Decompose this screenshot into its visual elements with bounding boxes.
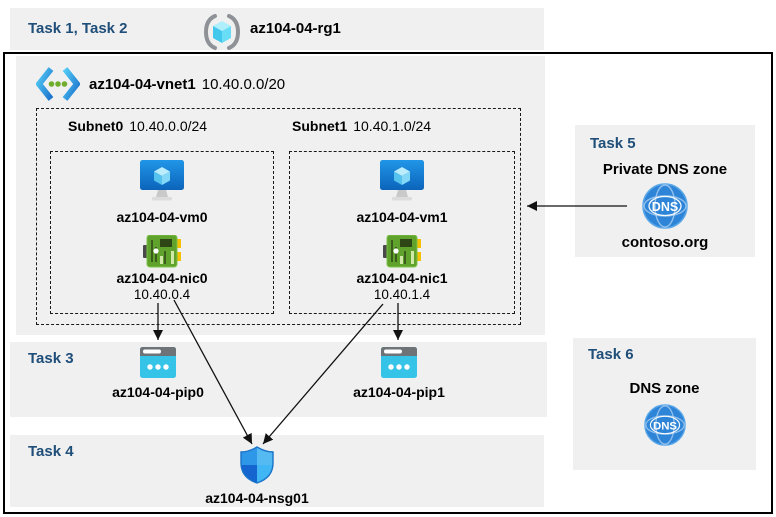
subnet0-label: Subnet0 10.40.0.0/24 (68, 118, 207, 134)
vnet-name: az104-04-vnet1 (89, 76, 196, 93)
nic1-name: az104-04-nic1 (356, 270, 448, 286)
resource-group-name: az104-04-rg1 (250, 20, 341, 37)
task-1-2-panel: Task 1, Task 2 az104-04-rg1 (10, 8, 544, 50)
subnet1-label: Subnet1 10.40.1.0/24 (292, 118, 431, 134)
pip0-group: az104-04-pip0 (98, 347, 218, 400)
task-5-panel: Task 5 Private DNS zone DNS contoso.org (575, 125, 755, 257)
vm0-icon (140, 160, 184, 201)
subnet0-name: Subnet0 (68, 118, 124, 134)
dns-zone-icon-text: DNS (652, 421, 676, 433)
vm0-name: az104-04-vm0 (116, 209, 208, 225)
nic0-ip: 10.40.0.4 (133, 287, 191, 302)
private-dns-zone-title: Private DNS zone (602, 161, 728, 178)
private-dns-zone-name: contoso.org (621, 234, 709, 251)
task-3-label: Task 3 (28, 350, 74, 367)
vm1-icon (380, 160, 424, 201)
subnet1-box: az104-04-vm1 az104-04-nic1 10.40.1.4 (289, 151, 515, 314)
nsg-name: az104-04-nsg01 (205, 490, 309, 506)
task-6-label: Task 6 (588, 346, 634, 363)
nic0-icon (143, 235, 181, 268)
pip1-name: az104-04-pip1 (353, 384, 445, 400)
pip0-name: az104-04-pip0 (112, 384, 204, 400)
nic1-ip: 10.40.1.4 (373, 287, 431, 302)
vnet-container: az104-04-vnet1 10.40.0.0/20 Subnet0 10.40.… (16, 56, 545, 335)
task-4-panel: Task 4 az104-04-nsg01 (10, 435, 544, 507)
private-dns-icon: DNS (642, 183, 688, 229)
pip1-icon (381, 347, 417, 378)
nsg-shield-icon (240, 446, 274, 484)
subnet0-cidr: 10.40.0.0/24 (129, 118, 208, 134)
diagram-frame (3, 52, 773, 514)
vnet-title: az104-04-vnet1 10.40.0.0/20 (89, 76, 285, 93)
subnet0-box: az104-04-vm0 az104-04-nic0 10.40.0.4 (50, 151, 274, 314)
address-space-box: Subnet0 10.40.0.0/24 Subnet1 10.40.1.0/24 (36, 108, 521, 325)
dns-zone-icon: DNS (643, 404, 686, 446)
vnet-cidr: 10.40.0.0/20 (201, 76, 286, 93)
task-1-2-label: Task 1, Task 2 (28, 20, 128, 37)
task-4-label: Task 4 (28, 443, 74, 460)
subnet1-cidr: 10.40.1.0/24 (353, 118, 432, 134)
pip1-group: az104-04-pip1 (339, 347, 459, 400)
task-3-panel: Task 3 az104-04-pip0 az104-04-pip1 (10, 342, 547, 417)
task-6-panel: Task 6 DNS zone DNS (573, 338, 756, 470)
resource-group-icon (203, 14, 241, 50)
dns-zone-title: DNS zone (629, 380, 700, 397)
subnet1-name: Subnet1 (292, 118, 348, 134)
pip0-icon (140, 347, 176, 378)
vm1-name: az104-04-vm1 (356, 209, 448, 225)
virtual-network-icon (36, 67, 80, 101)
task-5-label: Task 5 (590, 135, 636, 152)
private-dns-icon-text: DNS (652, 200, 678, 214)
nic1-icon (383, 235, 421, 268)
nsg-group: az104-04-nsg01 (197, 446, 317, 506)
nic0-name: az104-04-nic0 (116, 270, 208, 286)
